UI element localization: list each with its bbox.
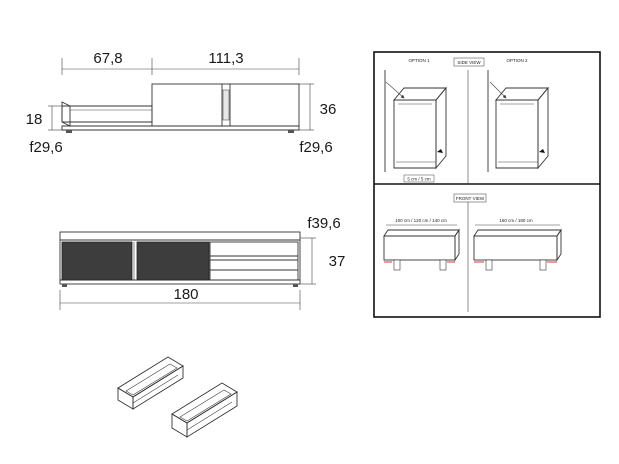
fixing-marker — [539, 149, 545, 153]
front-unit-drawing: f39,6 37 180 — [59, 215, 346, 310]
height-right-label: 36 — [320, 101, 337, 118]
option-2-label: OPTION 2 — [506, 58, 528, 63]
front-body — [59, 231, 301, 285]
depth-label: f39,6 — [307, 215, 340, 232]
right-sizes-label: 160 cm / 180 cm — [499, 218, 533, 223]
box-end-face — [171, 413, 188, 438]
clearance-note-box — [403, 174, 435, 183]
box-front-face — [132, 365, 184, 410]
iso-box-2 — [171, 382, 238, 438]
height-label: 37 — [329, 253, 346, 270]
unit-front — [383, 235, 456, 261]
unit-leg — [393, 259, 401, 271]
option-1-sketch: 5 cm / 5 cm — [384, 70, 447, 183]
box-end-face — [117, 387, 134, 410]
side-view-label: SIDE VIEW — [457, 60, 481, 65]
box-inner-shelf — [186, 401, 233, 431]
clearance-note: 5 cm / 5 cm — [407, 177, 431, 182]
sliding-door-middle — [136, 241, 210, 281]
depth-right-label: f29,6 — [299, 139, 332, 156]
front-view-left-unit — [383, 228, 460, 271]
right-foot — [293, 284, 298, 287]
side-view-label-box — [453, 57, 485, 67]
unit-top — [473, 229, 562, 237]
sliding-door-left — [61, 241, 133, 281]
option-1-label: OPTION 1 — [408, 58, 430, 63]
width-label: 180 — [173, 286, 198, 303]
box-inner-shelf — [132, 374, 179, 404]
cabinet-side — [537, 86, 549, 170]
fixing-marker — [437, 149, 443, 153]
box-top-face — [117, 356, 184, 398]
cabinet-body — [151, 83, 300, 127]
width-left-label: 67,8 — [93, 50, 122, 67]
option-2-sketch — [487, 70, 549, 172]
open-compartment — [209, 241, 299, 281]
height-left-label: 18 — [26, 111, 43, 128]
left-foot — [66, 130, 72, 133]
front-view-right-unit — [473, 228, 562, 271]
top-unit-drawing: 67,8 111,3 18 36 f29,6 f29,6 — [26, 50, 337, 156]
install-panel: SIDE VIEW OPTION 1 OPTION 2 5 cm / 5 cm — [373, 51, 601, 318]
base-board — [61, 125, 300, 131]
width-right-label: 111,3 — [208, 50, 243, 67]
unit-leg — [485, 259, 493, 271]
iso-box-1 — [117, 356, 184, 410]
box-opening — [125, 363, 178, 396]
unit-leg — [539, 259, 547, 271]
cabinet-front — [495, 99, 539, 169]
unit-front — [473, 235, 558, 261]
right-foot — [288, 130, 294, 133]
cabinet-top — [495, 87, 549, 101]
left-foot — [62, 284, 67, 287]
unit-leg — [439, 259, 447, 271]
box-top-face — [171, 382, 238, 424]
box-front-face — [186, 391, 238, 438]
front-view-label: FRONT VIEW — [456, 196, 485, 201]
cabinet-side — [435, 86, 447, 170]
pointer-arrow — [489, 81, 507, 99]
cabinet-top — [393, 87, 447, 101]
unit-side — [556, 228, 562, 262]
unit-top — [383, 229, 460, 237]
cabinet-front — [393, 99, 437, 169]
box-opening — [179, 389, 232, 422]
low-shelf-top — [61, 105, 153, 123]
cabinet-handle — [222, 89, 230, 121]
pointer-arrow — [385, 81, 405, 99]
left-sizes-label: 100 cm / 120 cm / 140 cm — [395, 218, 447, 223]
unit-side — [454, 228, 460, 262]
depth-left-label: f29,6 — [29, 139, 62, 156]
front-view-label-box — [453, 193, 487, 203]
